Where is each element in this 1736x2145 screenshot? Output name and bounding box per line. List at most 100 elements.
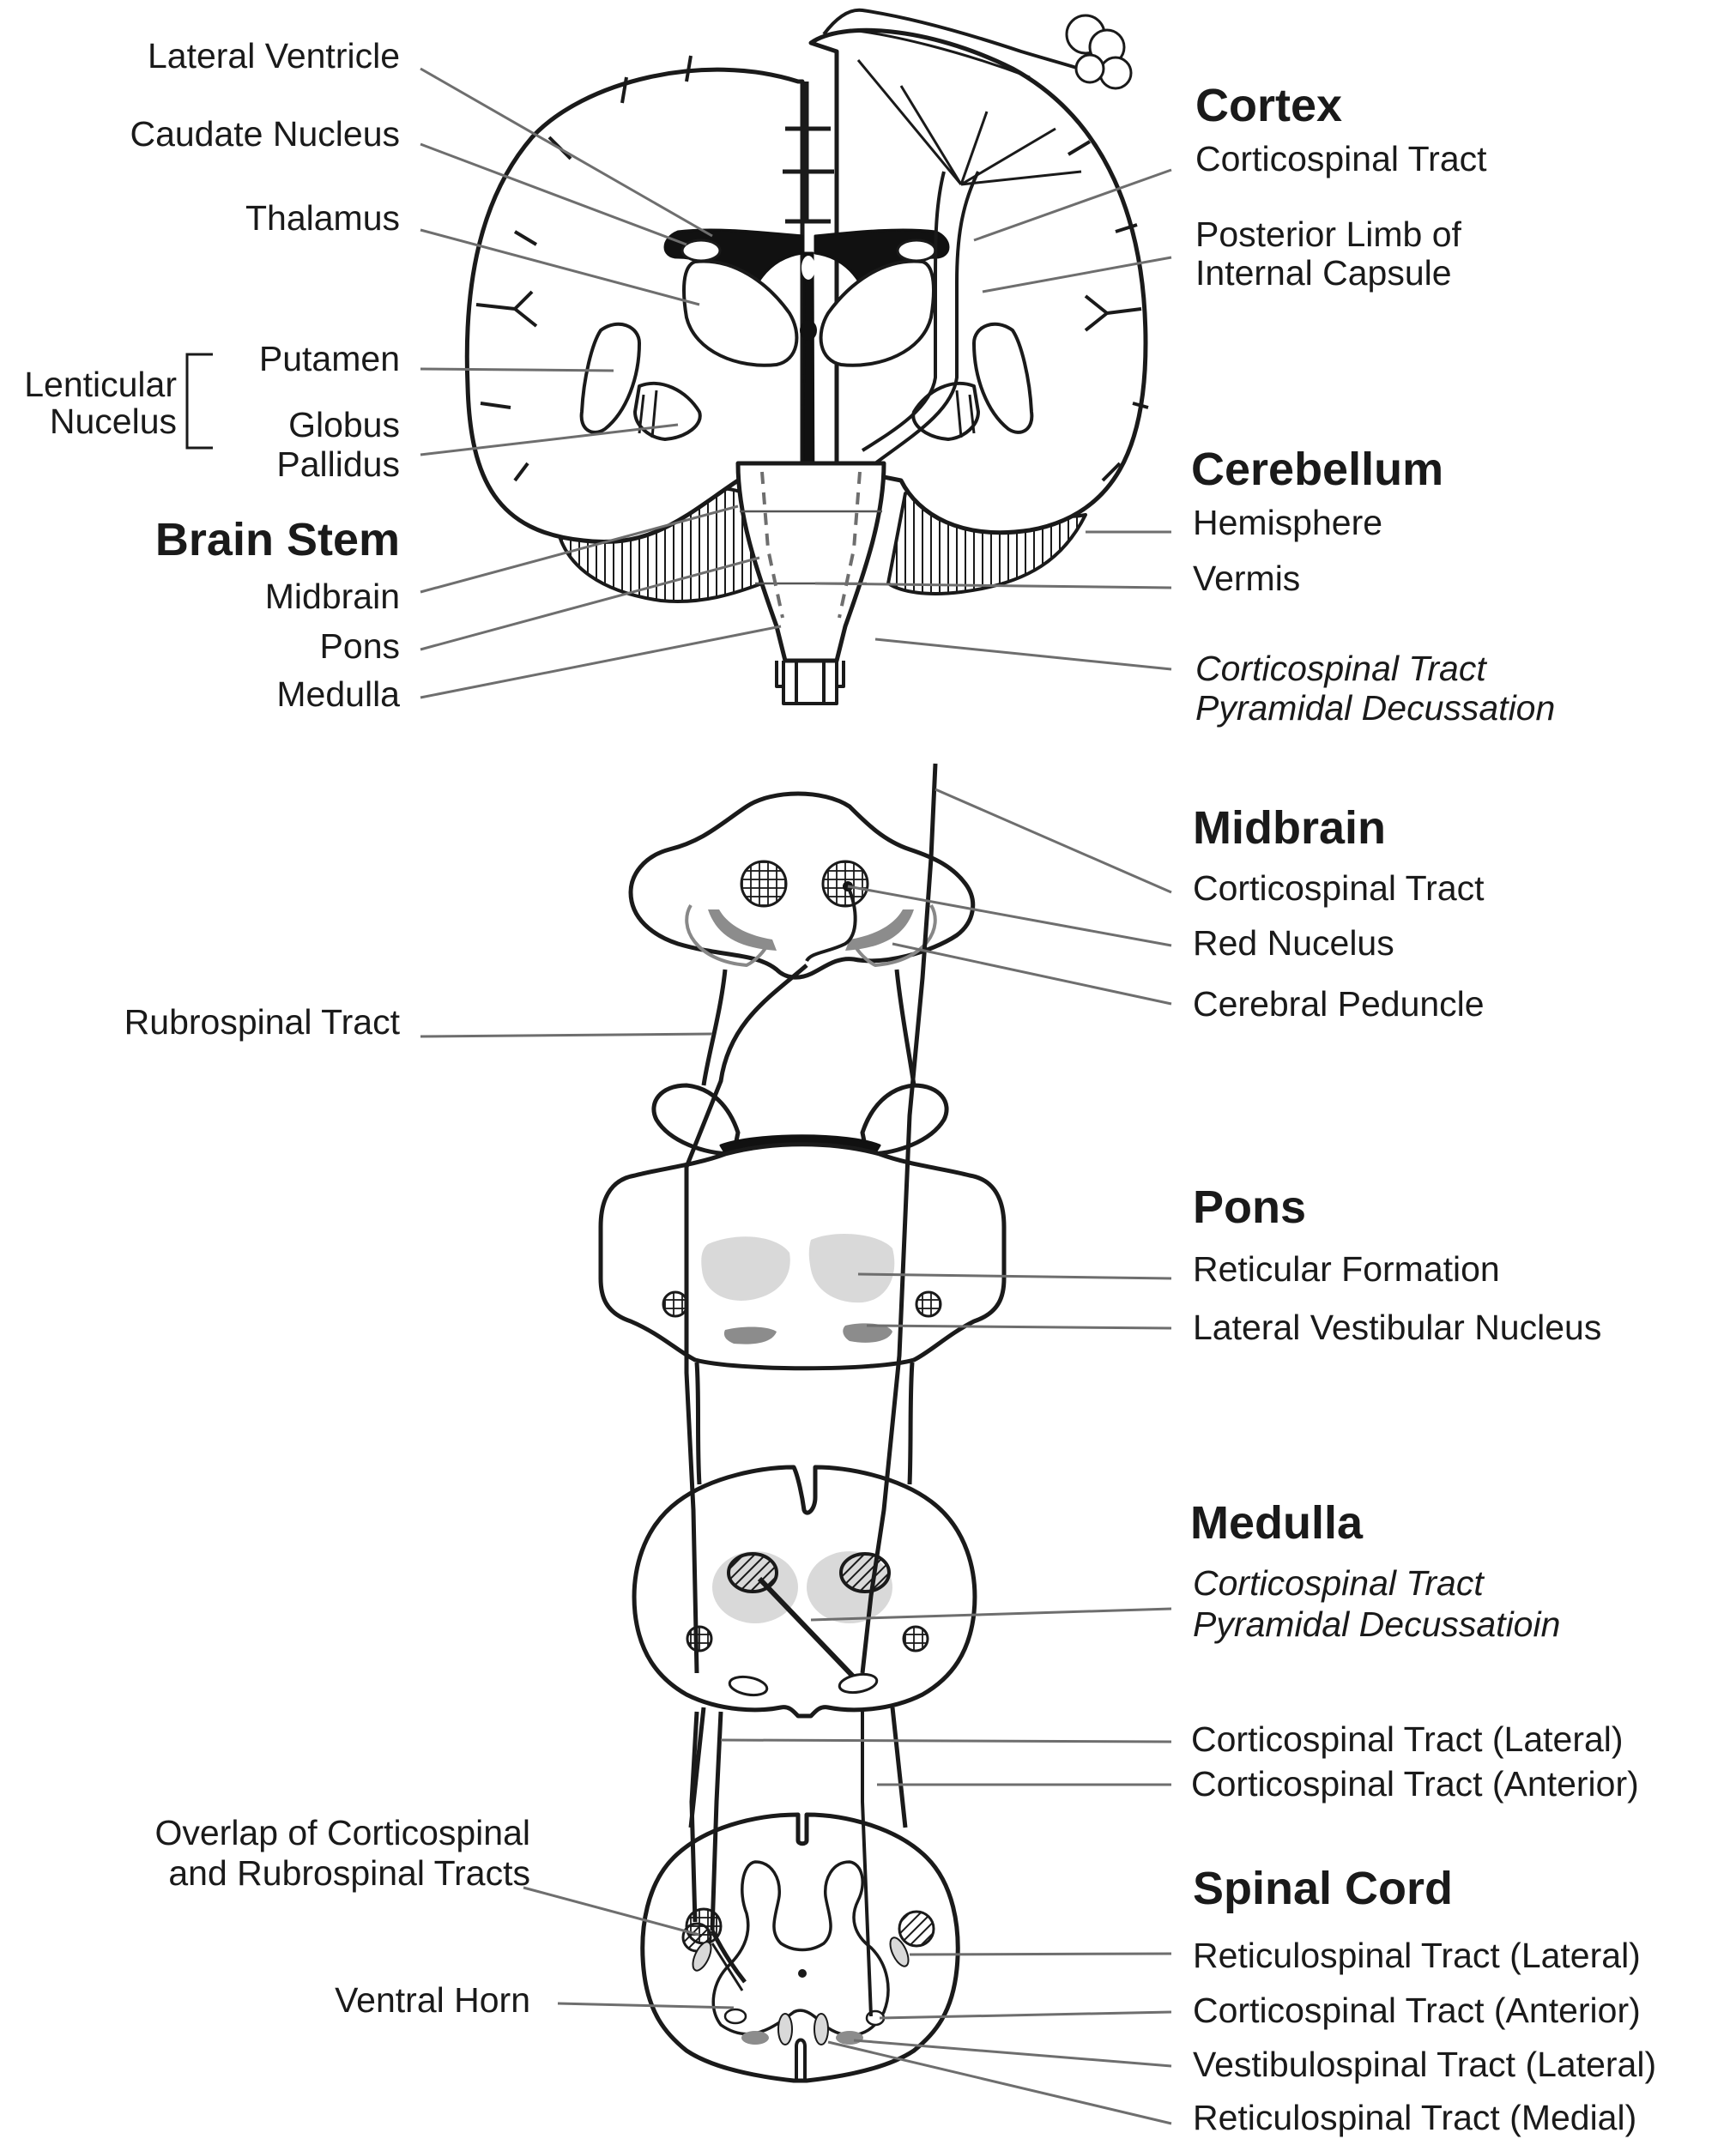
cortex-fibers	[856, 59, 1082, 186]
label-midbrain-left: Midbrain	[264, 577, 400, 616]
medulla-pyramid-base-left	[728, 1675, 769, 1697]
midbrain-to-pons-wall-left	[701, 969, 728, 1086]
label-pons: Pons	[1193, 1181, 1307, 1233]
label-caudate-nucleus: Caudate Nucleus	[130, 114, 400, 154]
long-tracts	[684, 763, 938, 2017]
left-hemisphere-outline	[464, 67, 805, 544]
label-cst-anterior: Corticospinal Tract (Anterior)	[1191, 1764, 1639, 1804]
label-reticulospinal-lateral: Reticulospinal Tract (Lateral)	[1193, 1936, 1641, 1975]
pons-rubrospinal-right	[915, 1290, 942, 1318]
putamen-left	[579, 322, 641, 434]
reticulospinal-medial-left	[777, 2013, 793, 2045]
label-rubrospinal-tract: Rubrospinal Tract	[124, 1002, 400, 1042]
label-overlap-2: and Rubrospinal Tracts	[168, 1853, 530, 1893]
thalamus-left	[682, 259, 799, 367]
label-midbrain: Midbrain	[1193, 802, 1386, 854]
substantia-nigra-right	[845, 909, 914, 951]
reticulospinal-lateral-right	[889, 1937, 910, 1967]
label-cortex: Cortex	[1195, 80, 1343, 131]
pons-body	[598, 1142, 1007, 1371]
midbrain-to-pons-wall-right	[894, 969, 916, 1086]
label-cerebellum: Cerebellum	[1191, 444, 1444, 495]
medulla-outline	[632, 1465, 977, 1719]
label-lenticular-1: Lenticular	[24, 365, 177, 404]
brain-coronal-section	[464, 8, 1149, 705]
label-vestibulospinal-lateral: Vestibulospinal Tract (Lateral)	[1193, 2045, 1657, 2084]
label-globus-2: Pallidus	[276, 444, 400, 484]
label-reticulospinal-medial: Reticulospinal Tract (Medial)	[1193, 2098, 1637, 2137]
medulla-to-cord-wall-right	[890, 1707, 908, 1828]
spinal-stub	[782, 661, 838, 705]
pyramidal-dashes	[760, 471, 862, 619]
right-sulci	[1067, 140, 1149, 482]
spinal-rubrospinal-right	[898, 1910, 935, 1948]
medulla-section	[632, 1465, 977, 1719]
substantia-nigra-left	[708, 909, 777, 951]
label-pons-left: Pons	[319, 626, 400, 666]
leader-lines	[420, 67, 1172, 2125]
label-medulla-left: Medulla	[276, 674, 400, 714]
pons-to-medulla-wall-left	[694, 1362, 702, 1485]
corticospinal-long-tract	[860, 763, 938, 1674]
medulla-decussation	[757, 1576, 861, 1684]
midline-fissure	[783, 82, 834, 224]
medulla-pyramid-base-right	[838, 1672, 879, 1695]
label-spinal-cord: Spinal Cord	[1193, 1863, 1454, 1914]
midbrain-section	[628, 791, 976, 980]
lateral-vestibular-right	[843, 1323, 892, 1343]
reticulospinal-lateral-left	[692, 1941, 712, 1972]
medulla-to-cord-wall-left	[688, 1707, 706, 1828]
label-overlap-1: Overlap of Corticospinal	[154, 1813, 530, 1852]
label-cortex-corticospinal: Corticospinal Tract	[1195, 139, 1487, 178]
label-lenticular-2: Nucelus	[49, 402, 177, 441]
corticospinal-capsule-path	[874, 171, 980, 465]
label-pyramidal-top-2: Pyramidal Decussation	[1195, 688, 1556, 728]
label-lateral-ventricle: Lateral Ventricle	[147, 36, 400, 76]
reticulospinal-medial-right	[814, 2013, 829, 2045]
vestibulospinal-left	[741, 2031, 769, 2045]
label-vermis: Vermis	[1193, 559, 1301, 598]
pons-to-medulla-wall-right	[907, 1362, 915, 1485]
label-reticular-formation: Reticular Formation	[1193, 1249, 1500, 1289]
label-ventral-horn: Ventral Horn	[335, 1980, 530, 2020]
medulla-rubrospinal-left	[686, 1625, 713, 1653]
reticular-formation-right	[808, 1233, 895, 1303]
thalamus-right	[819, 259, 935, 367]
putamen-right	[972, 322, 1034, 434]
label-lateral-vestibular-nucleus: Lateral Vestibular Nucleus	[1193, 1308, 1602, 1347]
label-cst-lateral: Corticospinal Tract (Lateral)	[1191, 1719, 1624, 1759]
label-red-nucleus: Red Nucelus	[1193, 923, 1394, 963]
red-nucleus-left	[740, 860, 788, 908]
spinal-cord-section	[640, 1812, 960, 2083]
cortex-fold	[822, 8, 1108, 79]
label-cerebral-peduncle: Cerebral Peduncle	[1193, 984, 1485, 1024]
reticular-formation-left	[701, 1236, 790, 1301]
medulla-pyramid-right	[839, 1552, 891, 1593]
right-hemisphere-outline	[808, 27, 1148, 535]
lateral-vestibular-left	[723, 1326, 777, 1344]
label-brain-stem: Brain Stem	[154, 514, 400, 565]
pons-cap-left	[651, 1083, 741, 1157]
label-hemisphere: Hemisphere	[1193, 503, 1383, 542]
medulla-rubrospinal-right	[902, 1625, 929, 1653]
vestibulospinal-right	[836, 2031, 863, 2045]
label-midbrain-corticospinal: Corticospinal Tract	[1193, 868, 1485, 908]
label-medulla-1: Corticospinal Tract	[1193, 1563, 1484, 1603]
label-pyramidal-top-1: Corticospinal Tract	[1195, 649, 1486, 688]
label-globus-1: Globus	[288, 405, 400, 444]
label-thalamus: Thalamus	[245, 198, 400, 238]
label-cst-anterior-2: Corticospinal Tract (Anterior)	[1193, 1991, 1641, 2030]
pons-rubrospinal-left	[662, 1290, 689, 1318]
label-medulla: Medulla	[1190, 1497, 1364, 1549]
rubrospinal-long-tract	[684, 964, 808, 1674]
cortex-gyri-knot	[1065, 14, 1133, 90]
label-putamen: Putamen	[258, 339, 400, 378]
gray-matter-butterfly	[711, 1860, 890, 2037]
label-medulla-2: Pyramidal Decussatioin	[1193, 1604, 1561, 1644]
label-plic-2: Internal Capsule	[1195, 253, 1452, 293]
label-plic-1: Posterior Limb of	[1195, 214, 1461, 254]
rubrospinal-origin	[805, 885, 857, 963]
lenticular-bracket	[185, 353, 213, 450]
